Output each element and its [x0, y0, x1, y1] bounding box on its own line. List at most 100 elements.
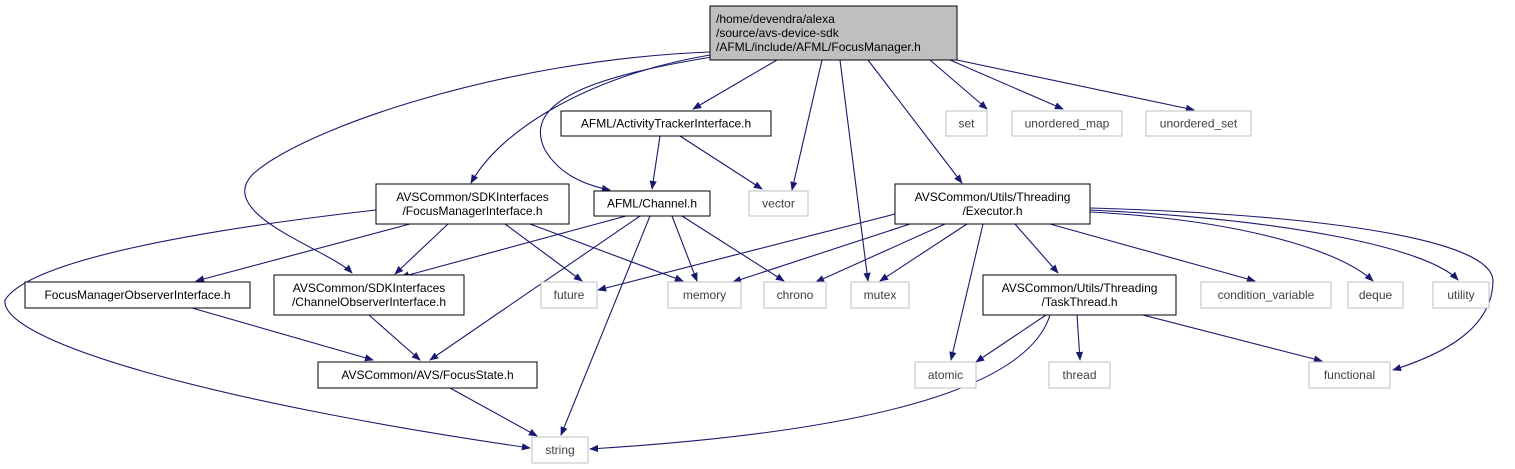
dependency-edge [449, 387, 538, 437]
dependency-edge [692, 59, 778, 110]
node-condition-variable: condition_variable [1200, 281, 1332, 309]
node-label: AFML/ActivityTrackerInterface.h [581, 117, 751, 131]
node-box [560, 110, 772, 137]
node-label: functional [1324, 368, 1375, 382]
dependency-edge [671, 215, 698, 282]
node-label: atomic [928, 368, 963, 382]
dependency-edge [539, 56, 713, 192]
node-utility: utility [1432, 281, 1490, 309]
dependency-edge [790, 59, 823, 191]
node-label: condition_variable [1218, 288, 1315, 302]
node-thread: thread [1048, 361, 1111, 389]
node-activity-tracker[interactable]: AFML/ActivityTrackerInterface.h [560, 110, 772, 137]
node-label: FocusManagerObserverInterface.h [44, 288, 230, 302]
node-channel[interactable]: AFML/Channel.h [593, 190, 711, 217]
dependency-edge [560, 215, 651, 436]
node-deque: deque [1347, 281, 1404, 309]
node-label: /FocusManagerInterface.h [402, 204, 542, 218]
node-box [593, 190, 711, 217]
dependency-edge [504, 223, 583, 282]
node-label: string [545, 443, 574, 457]
node-label: AFML/Channel.h [607, 197, 697, 211]
dependency-edge [597, 213, 896, 292]
node-channel-observer[interactable]: AVSCommon/SDKInterfaces/ChannelObserverI… [273, 274, 465, 316]
dependency-edge [1075, 314, 1084, 361]
node-box [894, 183, 1091, 225]
node-label: chrono [777, 288, 814, 302]
node-label: memory [683, 288, 726, 302]
dependency-edge [429, 215, 641, 361]
node-label: AVSCommon/SDKInterfaces [293, 281, 446, 295]
dependency-edge [681, 215, 785, 282]
dependency-edge [879, 223, 968, 282]
dependency-edge [394, 223, 449, 275]
header-nodes: /home/devendra/alexa/source/avs-device-s… [24, 5, 1490, 464]
dependency-edge [1014, 223, 1059, 274]
node-task-thread[interactable]: AVSCommon/Utils/Threading/TaskThread.h [982, 274, 1177, 316]
node-box [748, 190, 809, 217]
node-label: vector [762, 197, 795, 211]
dependency-edge [679, 135, 763, 190]
dependency-edge [244, 51, 711, 274]
node-label: future [554, 288, 585, 302]
node-box [982, 274, 1177, 316]
node-box [1308, 361, 1391, 389]
node-box [763, 281, 827, 309]
node-label: /AFML/include/AFML/FocusManager.h [716, 40, 921, 54]
node-box [914, 361, 977, 389]
node-label: unordered_map [1025, 117, 1110, 131]
node-label: /home/devendra/alexa [716, 12, 835, 26]
node-functional: functional [1308, 361, 1391, 389]
dependency-edge [949, 223, 984, 361]
node-box [1048, 361, 1111, 389]
dependency-edges [4, 51, 1494, 453]
dependency-edge [1142, 314, 1323, 363]
node-label: /source/avs-device-sdk [716, 26, 840, 40]
node-box [850, 281, 910, 309]
dependency-edge [956, 59, 1195, 112]
dependency-edge [400, 215, 627, 279]
node-box [24, 281, 251, 309]
node-box [945, 110, 988, 137]
dependency-edge [368, 314, 421, 361]
node-label: deque [1359, 288, 1393, 302]
node-box [1145, 110, 1252, 137]
node-box [531, 436, 589, 464]
node-label: /Executor.h [962, 204, 1022, 218]
node-label: unordered_set [1160, 117, 1238, 131]
dependency-edge [839, 59, 871, 282]
node-focus-manager: /home/devendra/alexa/source/avs-device-s… [709, 5, 958, 61]
node-chrono: chrono [763, 281, 827, 309]
dependency-edge [1089, 209, 1459, 281]
node-box [317, 361, 538, 389]
node-executor[interactable]: AVSCommon/Utils/Threading/Executor.h [894, 183, 1091, 225]
dependency-edge [470, 54, 711, 184]
node-focus-manager-observer[interactable]: FocusManagerObserverInterface.h [24, 281, 251, 309]
dependency-edge [929, 59, 988, 110]
node-label: AVSCommon/Utils/Threading [1002, 281, 1158, 295]
node-box [375, 183, 570, 225]
node-label: mutex [864, 288, 897, 302]
node-label: AVSCommon/Utils/Threading [915, 190, 1071, 204]
dependency-edge [1049, 223, 1256, 283]
dependency-edge [1089, 211, 1374, 282]
node-set: set [945, 110, 988, 137]
node-mutex: mutex [850, 281, 910, 309]
dependency-edge [1089, 207, 1494, 371]
node-label: AVSCommon/SDKInterfaces [396, 190, 549, 204]
node-sdk-focus-manager-interface[interactable]: AVSCommon/SDKInterfaces/FocusManagerInte… [375, 183, 570, 225]
node-focus-state[interactable]: AVSCommon/AVS/FocusState.h [317, 361, 538, 389]
dependency-edge [949, 59, 1064, 110]
node-label: AVSCommon/AVS/FocusState.h [341, 368, 513, 382]
node-box [1011, 110, 1123, 137]
dependency-edge [975, 314, 1047, 363]
node-label: /TaskThread.h [1041, 295, 1117, 309]
dependency-edge [732, 223, 911, 283]
dependency-edge [529, 223, 684, 282]
node-box [1432, 281, 1490, 309]
node-unordered-map: unordered_map [1011, 110, 1123, 137]
node-string: string [531, 436, 589, 464]
node-box [540, 281, 598, 309]
dependency-edge [195, 223, 411, 283]
